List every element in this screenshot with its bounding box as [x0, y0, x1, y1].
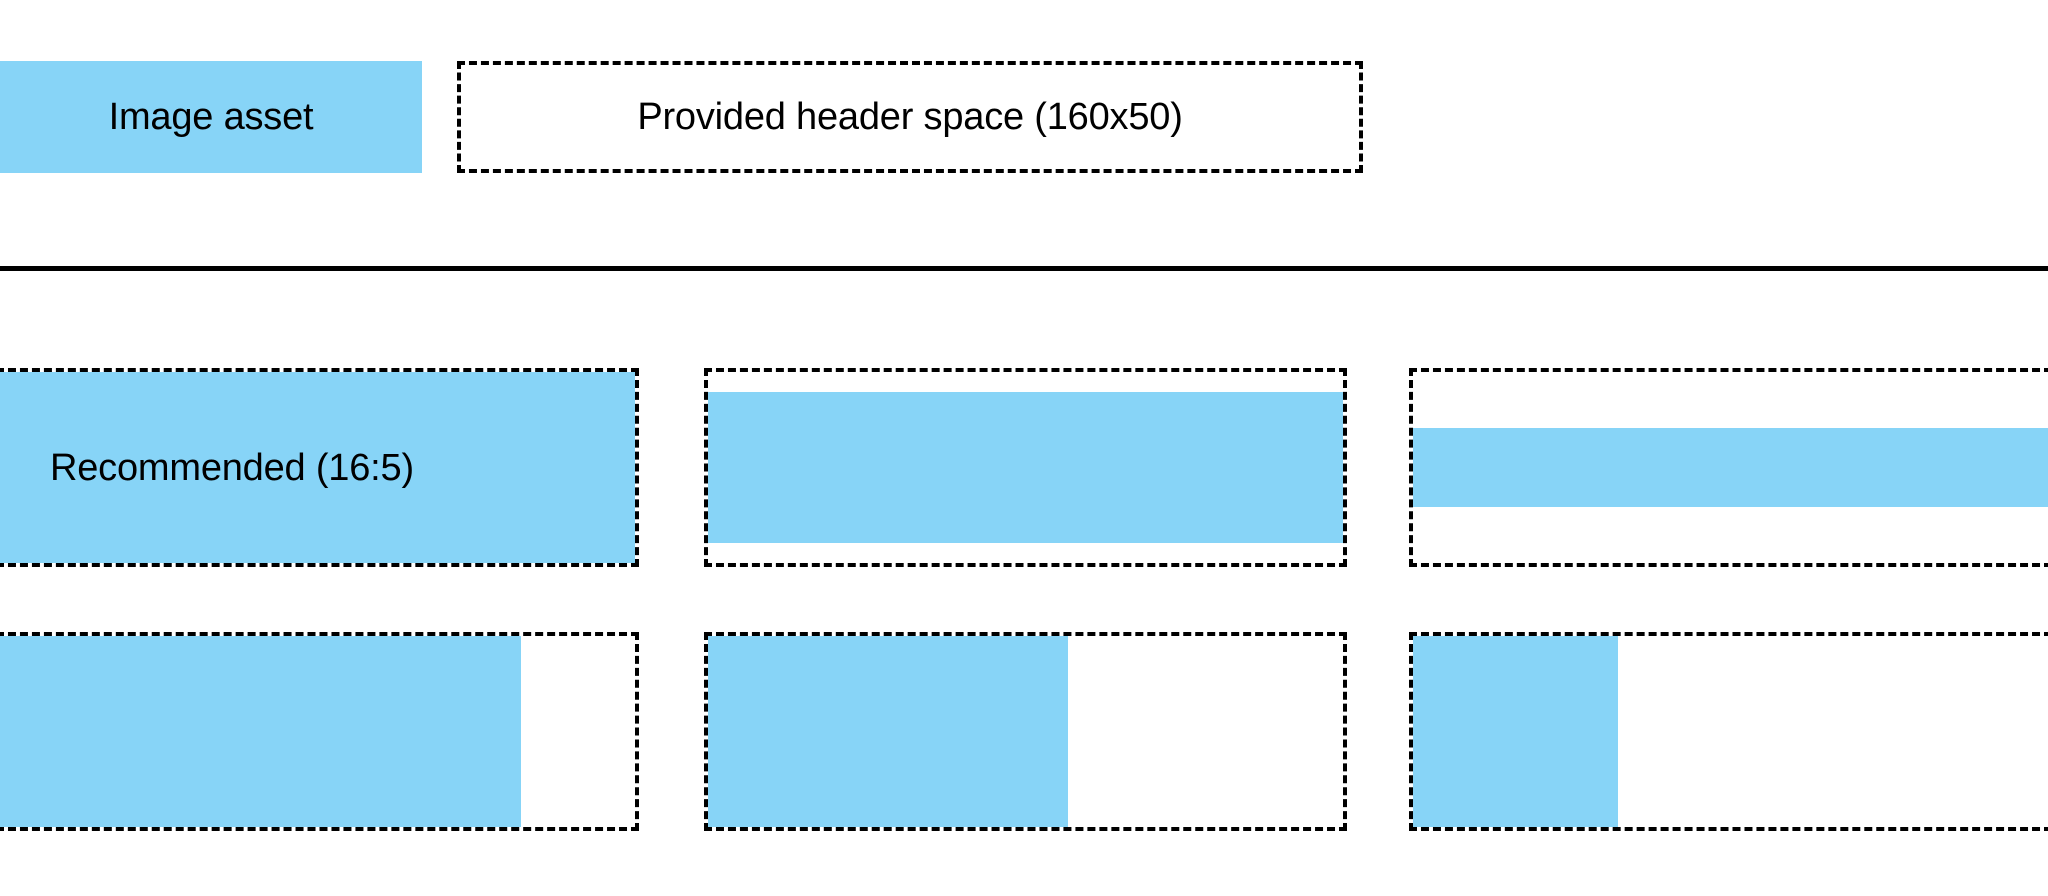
image-fill — [1413, 636, 1618, 827]
specimen-cell — [704, 632, 1347, 831]
image-fill — [1413, 428, 2048, 507]
provided-header-space-label: Provided header space (160x50) — [637, 96, 1183, 138]
header-legend-row: Image asset Provided header space (160x5… — [0, 61, 2048, 173]
image-fill — [708, 392, 1343, 543]
image-fill — [0, 372, 635, 563]
specimen-cell — [1409, 632, 2048, 831]
image-asset-label: Image asset — [108, 96, 314, 138]
image-fill — [0, 636, 521, 827]
image-asset-swatch: Image asset — [0, 61, 422, 173]
image-fill — [708, 636, 1068, 827]
specimen-row-width-coverage — [0, 632, 2048, 831]
provided-header-space-box: Provided header space (160x50) — [457, 61, 1363, 173]
specimen-cell: Recommended (16:5) — [0, 368, 639, 567]
specimen-cell — [704, 368, 1347, 567]
specimen-cell — [1409, 368, 2048, 567]
specimen-cell — [0, 632, 639, 831]
recommended-ratio-label: Recommended (16:5) — [50, 446, 414, 489]
specimen-row-aspect-ratio: Recommended (16:5) — [0, 368, 2048, 567]
section-divider — [0, 266, 2048, 271]
